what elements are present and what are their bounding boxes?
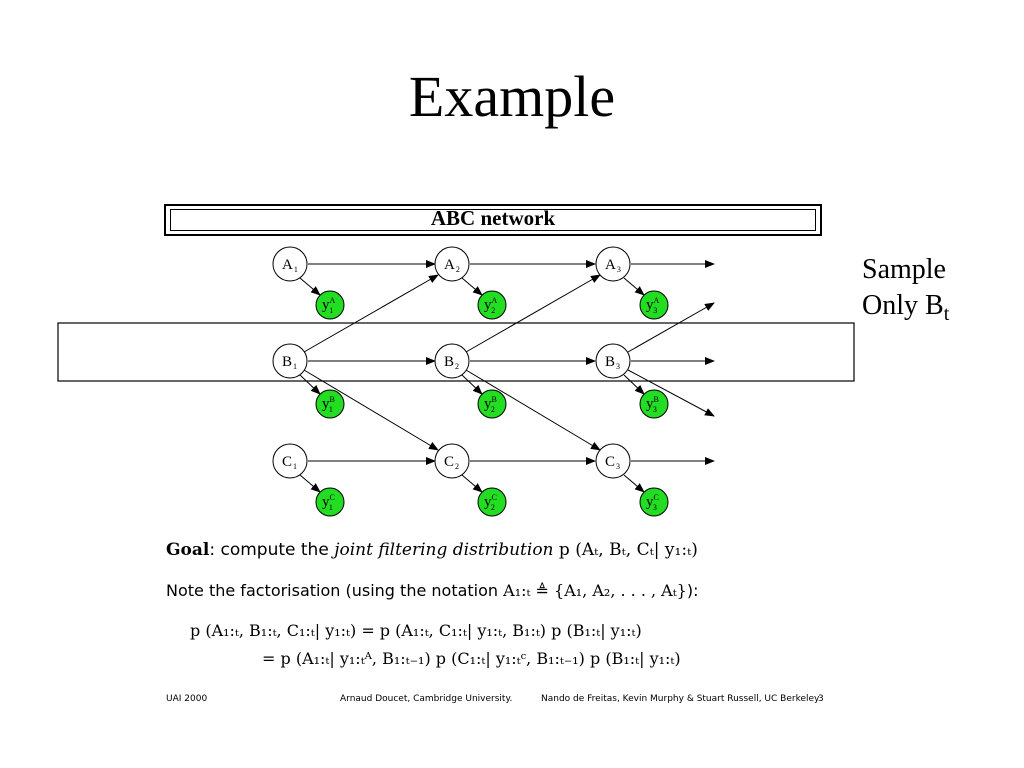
node-b3: B3 xyxy=(595,343,631,379)
svg-text:B2: B2 xyxy=(444,354,459,371)
edge-b2-yb2 xyxy=(461,374,483,395)
diagram-header-inner-border xyxy=(170,209,816,231)
diagram-header-title: ABC network xyxy=(430,206,556,230)
goal-emphasis: joint filtering distribution xyxy=(334,540,554,560)
svg-text:C3: C3 xyxy=(605,454,620,471)
node-b1: B1 xyxy=(272,343,308,379)
edge-a3-ya3 xyxy=(623,277,645,296)
node-a1: A1 xyxy=(272,246,308,282)
svg-text:yC1: yC1 xyxy=(322,493,335,512)
side-note-line1: Sample xyxy=(862,254,946,285)
edge-a1-ya1 xyxy=(299,277,321,296)
svg-text:A2: A2 xyxy=(444,257,460,274)
svg-text:yB3: yB3 xyxy=(646,395,659,414)
svg-text:C2: C2 xyxy=(444,454,459,471)
side-note-line2: Only Bt xyxy=(862,290,950,325)
node-a2: A2 xyxy=(434,246,470,282)
goal-label: Goal xyxy=(166,540,210,560)
node-b2: B2 xyxy=(434,343,470,379)
slide-title: Example xyxy=(408,64,616,129)
transition-edges xyxy=(299,260,715,493)
goal-text: : compute the xyxy=(209,540,335,560)
equation-line-2: = p (A₁:ₜ| y₁:ₜᴬ, B₁:ₜ₋₁) p (C₁:ₜ| y₁:ₜᶜ… xyxy=(262,649,681,668)
node-c3: C3 xyxy=(595,443,631,479)
note-text: Note the factorisation (using the notati… xyxy=(166,581,504,600)
state-nodes: A1 A2 A3 B1 B2 B3 C1 C2 xyxy=(272,246,631,479)
node-a3: A3 xyxy=(595,246,631,282)
svg-text:yC2: yC2 xyxy=(484,493,497,512)
sampling-highlight-box xyxy=(57,322,855,382)
note-suffix: ): xyxy=(686,581,699,600)
note-formula: A₁:ₜ ≜ {A₁, A₂, . . . , Aₜ} xyxy=(503,581,687,600)
svg-text:yC3: yC3 xyxy=(646,493,659,512)
edge-a2-ya2 xyxy=(461,277,483,296)
factorisation-note: Note the factorisation (using the notati… xyxy=(166,579,699,603)
node-c1: C1 xyxy=(272,443,308,479)
edge-b3-c-next xyxy=(627,369,715,417)
svg-text:yB1: yB1 xyxy=(322,395,335,414)
svg-text:C1: C1 xyxy=(282,454,297,471)
edge-c1-yc1 xyxy=(299,474,321,493)
footer-page-number: 3 xyxy=(818,694,824,704)
svg-text:yA1: yA1 xyxy=(322,296,336,315)
svg-text:B1: B1 xyxy=(282,354,297,371)
edge-b2-a3 xyxy=(465,274,601,353)
edge-c2-yc2 xyxy=(461,474,483,493)
edge-b1-a2 xyxy=(303,274,439,353)
svg-text:A1: A1 xyxy=(282,257,298,274)
sample-only-bt-note: Sample Only Bt xyxy=(862,252,949,324)
svg-text:yA2: yA2 xyxy=(484,296,498,315)
goal-formula: p (Aₜ, Bₜ, Cₜ| y₁:ₜ) xyxy=(553,540,698,560)
goal-statement: Goal: compute the joint filtering distri… xyxy=(166,538,698,562)
svg-text:yB2: yB2 xyxy=(484,395,497,414)
svg-text:B3: B3 xyxy=(605,354,620,371)
svg-text:yA3: yA3 xyxy=(646,296,660,315)
edge-b3-yb3 xyxy=(623,374,645,395)
edge-c3-yc3 xyxy=(623,474,645,493)
edge-b3-a-next xyxy=(627,302,715,353)
diagram-header-frame: ABC network xyxy=(164,204,822,236)
edge-b1-c2 xyxy=(303,369,439,451)
node-c2: C2 xyxy=(434,443,470,479)
footer-author-2: Nando de Freitas, Kevin Murphy & Stuart … xyxy=(541,694,820,704)
edge-b1-yb1 xyxy=(299,374,321,395)
edge-b2-c3 xyxy=(465,369,601,451)
svg-text:A3: A3 xyxy=(605,257,621,274)
equation-line-1: p (A₁:ₜ, B₁:ₜ, C₁:ₜ| y₁:ₜ) = p (A₁:ₜ, C₁… xyxy=(190,621,642,640)
footer-conference: UAI 2000 xyxy=(166,694,208,704)
footer-author-1: Arnaud Doucet, Cambridge University. xyxy=(340,694,513,704)
